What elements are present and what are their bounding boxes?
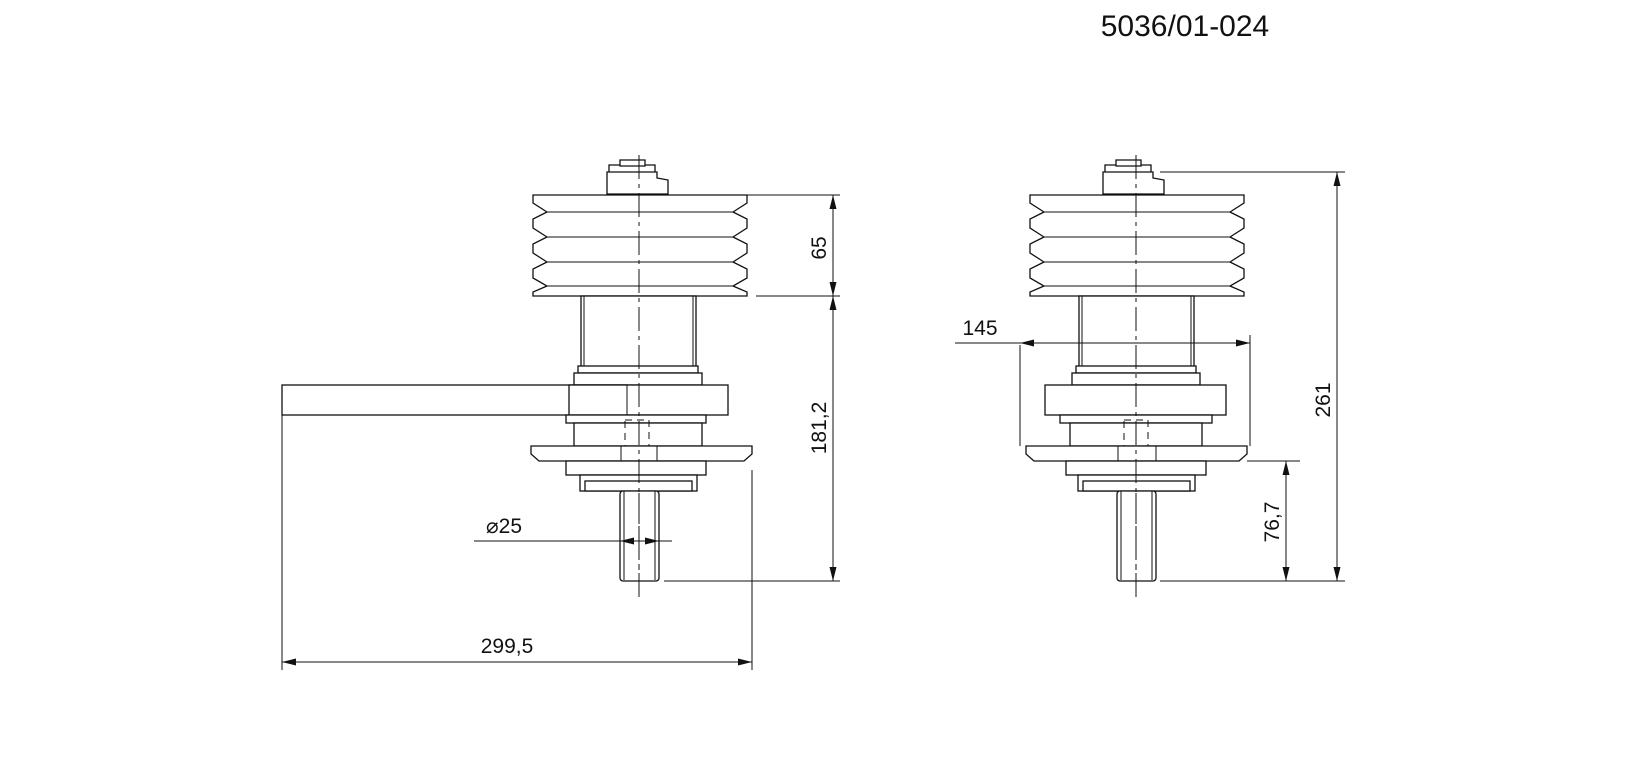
dim-76-7: 76,7 (1247, 460, 1300, 581)
drawing-number: 5036/01-024 (1101, 10, 1270, 43)
dim-299-5: 299,5 (281, 415, 753, 670)
right-cooling-fins (1029, 194, 1245, 297)
left-lever-hub (568, 384, 729, 416)
dim-diameter-25: ⌀25 (474, 515, 672, 545)
left-top-knob (606, 164, 669, 195)
right-top-knob (1102, 164, 1165, 195)
dim-181-2-label: 181,2 (808, 402, 831, 455)
left-cooling-fins (532, 194, 748, 297)
dim-181-2: 181,2 (808, 296, 837, 581)
dim-299-5-label: 299,5 (481, 635, 534, 658)
dim-diameter-25-label: 25 (499, 515, 522, 538)
diameter-symbol: ⌀ (486, 515, 499, 538)
dim-65-label: 65 (808, 236, 831, 259)
svg-text:⌀25: ⌀25 (486, 515, 522, 538)
dim-145-label: 145 (962, 317, 997, 340)
left-view (281, 155, 753, 598)
right-view (1025, 155, 1248, 598)
dim-145: 145 (955, 317, 1251, 446)
left-mounting-flange (530, 445, 753, 462)
dim-65: 65 (808, 195, 837, 296)
dim-76-7-label: 76,7 (1261, 502, 1284, 543)
dim-261: 261 (1160, 171, 1345, 582)
dim-261-label: 261 (1312, 382, 1335, 417)
